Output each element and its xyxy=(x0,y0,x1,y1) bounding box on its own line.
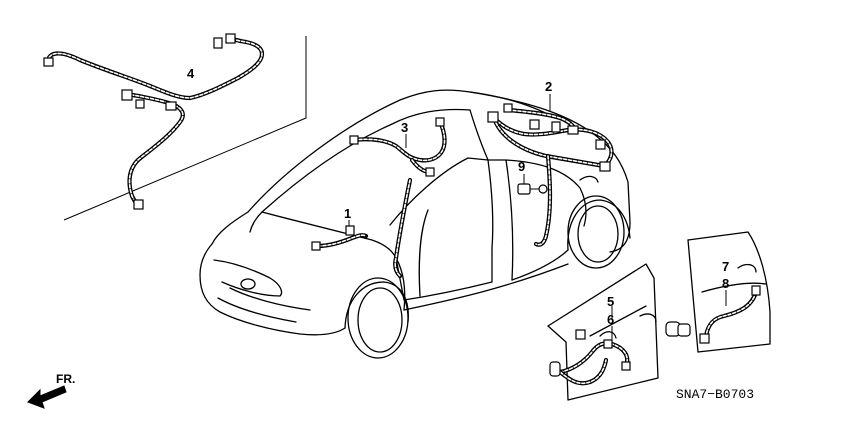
connector-icon xyxy=(699,333,710,344)
callout-6[interactable]: 6 xyxy=(607,312,614,327)
rear-door-panel xyxy=(687,231,771,353)
front-direction-indicator: FR. xyxy=(27,372,75,409)
callout-4[interactable]: 4 xyxy=(187,66,195,81)
harness-1[interactable] xyxy=(311,220,369,251)
connector-icon xyxy=(529,119,540,130)
front-arrow-icon xyxy=(27,385,67,409)
connector-icon xyxy=(621,361,631,371)
grommet-icon xyxy=(677,323,691,337)
callout-7[interactable]: 7 xyxy=(722,259,729,274)
front-door-panel xyxy=(547,263,659,401)
callout-9[interactable]: 9 xyxy=(518,159,525,174)
harness-2[interactable] xyxy=(487,94,614,247)
callout-5[interactable]: 5 xyxy=(607,294,614,309)
callout-3[interactable]: 3 xyxy=(401,120,408,135)
connector-icon xyxy=(345,225,355,236)
connector-icon xyxy=(751,285,761,296)
front-label: FR. xyxy=(56,372,75,386)
connector-icon xyxy=(551,121,561,133)
connector-icon xyxy=(595,139,606,150)
callout-2[interactable]: 2 xyxy=(545,79,552,94)
connector-icon xyxy=(425,167,435,177)
connector-icon xyxy=(567,125,579,135)
connector-icon xyxy=(133,199,144,210)
connector-icon xyxy=(349,135,359,145)
part-9-switch[interactable] xyxy=(517,174,548,195)
connector-icon xyxy=(135,99,145,109)
connector-icon xyxy=(435,117,445,127)
harness-4[interactable] xyxy=(43,33,265,210)
harness-3[interactable] xyxy=(349,117,447,279)
car-body xyxy=(199,89,631,359)
connector-icon xyxy=(225,33,236,44)
callout-1[interactable]: 1 xyxy=(344,206,351,221)
callout-8[interactable]: 8 xyxy=(722,276,729,291)
diagram-code: SNA7−B0703 xyxy=(676,387,754,402)
connector-icon xyxy=(503,103,513,113)
connector-icon xyxy=(549,361,561,377)
connector-icon xyxy=(165,101,177,111)
harness-7-8[interactable] xyxy=(665,285,761,344)
inset-frame-harness-4 xyxy=(63,36,307,221)
connector-icon xyxy=(603,339,613,349)
connector-icon xyxy=(599,161,611,172)
connector-icon xyxy=(575,329,586,340)
connector-icon xyxy=(311,241,321,251)
connector-icon xyxy=(487,111,499,123)
harness-5-6[interactable] xyxy=(549,306,631,386)
connector-icon xyxy=(121,89,133,101)
connector-icon xyxy=(213,37,223,49)
connector-icon xyxy=(43,57,54,67)
